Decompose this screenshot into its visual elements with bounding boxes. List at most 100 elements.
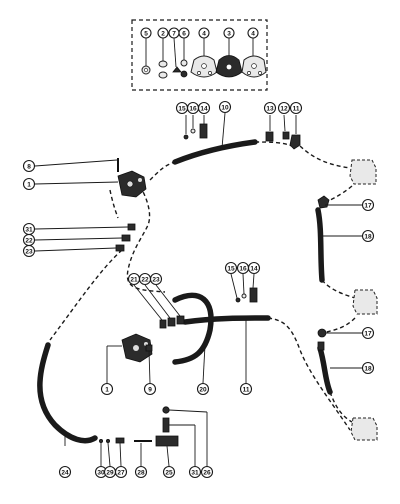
svg-text:7: 7: [172, 31, 176, 38]
fitting-23: [115, 244, 125, 252]
callout-14-mid: 14: [247, 261, 261, 275]
svg-text:9: 9: [148, 387, 152, 394]
svg-text:28: 28: [137, 470, 145, 477]
fuel-pump-lower: [121, 333, 153, 363]
callout-7: 7: [168, 27, 180, 39]
svg-text:3: 3: [227, 31, 231, 38]
callout-15-mid: 15: [224, 261, 238, 275]
fitting-31-lower: [162, 406, 170, 414]
callout-8: 8: [22, 159, 36, 173]
svg-text:29: 29: [106, 470, 114, 477]
callout-31-lower: 31: [188, 465, 202, 479]
callout-13: 13: [263, 101, 277, 115]
fitting-9: [145, 344, 153, 352]
fitting-27: [115, 437, 125, 444]
filter-housing-lower: [350, 417, 378, 441]
connector-25: [155, 435, 179, 447]
callout-18-lower: 18: [361, 361, 375, 375]
callout-6: 6: [178, 27, 190, 39]
fuel-hose-18: [317, 345, 333, 395]
svg-text:31: 31: [191, 470, 199, 477]
callout-31-left: 31: [22, 222, 36, 236]
fitting-17-upper: [317, 195, 330, 209]
callout-9: 9: [143, 382, 157, 396]
clamp-16-mid: [241, 293, 247, 299]
fitting-13: [265, 131, 274, 142]
clamp-16: [190, 128, 196, 134]
svg-text:26: 26: [203, 470, 211, 477]
callout-22-left: 22: [22, 233, 36, 247]
svg-text:23: 23: [25, 249, 33, 256]
filter-housing-middle: [352, 289, 378, 315]
svg-text:24: 24: [61, 470, 69, 477]
callout-12: 12: [277, 101, 291, 115]
fuel-hose-24: [37, 342, 98, 444]
callout-leaders: [34, 112, 362, 467]
callout-3: 3: [223, 27, 235, 39]
callout-16-mid: 16: [236, 261, 250, 275]
callout-5: 5: [140, 27, 152, 39]
callout-26: 26: [200, 465, 214, 479]
svg-text:14: 14: [200, 106, 208, 113]
svg-text:16: 16: [239, 266, 247, 273]
svg-text:8: 8: [27, 164, 31, 171]
callout-23-left: 23: [22, 244, 36, 258]
svg-text:17: 17: [364, 331, 372, 338]
callout-22-mid: 22: [138, 272, 152, 286]
fitting-22-mid: [167, 317, 176, 327]
svg-text:20: 20: [199, 387, 207, 394]
fitting-17-lower: [317, 328, 327, 338]
fuel-hose-10: [172, 139, 258, 165]
callout-4-right: 4: [247, 27, 259, 39]
elbow-fitting-11: [289, 134, 301, 150]
callout-28: 28: [134, 465, 148, 479]
clamp-14-mid: [249, 287, 258, 303]
svg-text:2: 2: [161, 31, 165, 38]
fuel-hose-20: [172, 292, 214, 365]
svg-text:23: 23: [152, 277, 160, 284]
svg-text:6: 6: [182, 31, 186, 38]
fuel-hose-19: [315, 207, 325, 283]
svg-text:11: 11: [243, 387, 250, 394]
callout-27: 27: [114, 465, 128, 479]
svg-text:30: 30: [97, 470, 105, 477]
clamp-15: [183, 134, 189, 140]
callout-1-lower: 1: [100, 382, 114, 396]
washer-30: [99, 438, 104, 443]
fitting-12: [282, 131, 290, 140]
callout-14-top: 14: [197, 101, 211, 115]
svg-text:11: 11: [293, 106, 300, 113]
svg-text:18: 18: [364, 366, 372, 373]
box-leaders: [145, 37, 254, 68]
clamp-14: [199, 123, 208, 139]
routing-lines: [49, 141, 356, 431]
fuel-hose-11: [182, 315, 271, 325]
filter-housing-upper: [349, 159, 377, 185]
clamp-15-mid: [235, 297, 241, 303]
spring-part: [180, 59, 188, 67]
svg-text:1: 1: [105, 387, 109, 394]
callout-11-top: 11: [289, 101, 303, 115]
callout-4-left: 4: [198, 27, 210, 39]
callout-11-lower: 11: [239, 382, 253, 396]
callout-29: 29: [103, 465, 117, 479]
fittings: [99, 123, 378, 447]
callout-21: 21: [127, 272, 141, 286]
fitting-23-mid: [176, 315, 185, 325]
svg-text:17: 17: [364, 203, 372, 210]
svg-text:15: 15: [178, 106, 186, 113]
callout-17-lower: 17: [361, 326, 375, 340]
fitting-21: [159, 319, 167, 329]
svg-text:31: 31: [25, 227, 33, 234]
svg-text:12: 12: [280, 106, 288, 113]
kit-parts-group: [141, 55, 267, 79]
check-valve-part: [172, 66, 182, 73]
fitting-31: [127, 223, 136, 231]
callout-23-mid: 23: [149, 272, 163, 286]
callout-25: 25: [162, 465, 176, 479]
callout-17-upper: 17: [361, 198, 375, 212]
svg-text:22: 22: [141, 277, 149, 284]
svg-text:10: 10: [221, 105, 229, 112]
callouts: 5 2 7 6 4 3 4 15 16 14 10 13 12 11 8 1 3…: [22, 27, 375, 479]
